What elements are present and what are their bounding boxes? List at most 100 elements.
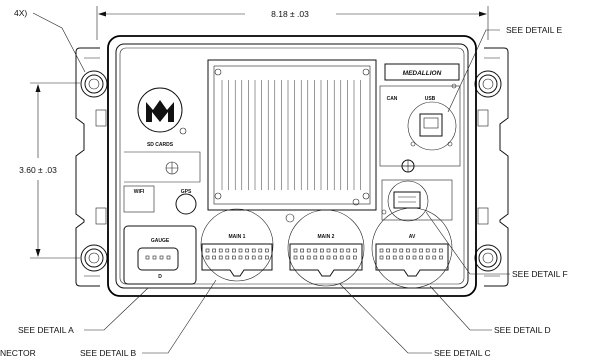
connector-pin <box>258 248 263 253</box>
mounting-hole-top-right <box>474 70 502 98</box>
connector-pin <box>232 255 236 260</box>
connector-pin <box>333 255 337 260</box>
logo-mark-icon <box>146 100 174 122</box>
connector-pin <box>339 255 344 260</box>
connector-pin <box>406 248 410 253</box>
callout-detail-a: SEE DETAIL A <box>18 287 149 335</box>
hole-note-leader <box>32 12 86 73</box>
svg-text:SEE DETAIL D: SEE DETAIL D <box>494 325 551 335</box>
connector-pin <box>353 255 357 260</box>
connector-pin <box>399 255 404 260</box>
mounting-hole-bottom-right <box>474 244 502 272</box>
connector-pin <box>320 255 324 260</box>
height-dimension: 3.60 ± .03 <box>19 82 80 259</box>
callout-detail-e: SEE DETAIL E <box>447 25 563 113</box>
connector-pin <box>406 255 410 260</box>
connector-pin <box>232 248 236 253</box>
connector-pin <box>218 255 223 260</box>
connector-b-label: MAIN 1 <box>229 234 246 240</box>
right-mounting-flange <box>477 47 509 287</box>
connector-pin <box>251 248 256 253</box>
connector-pin <box>346 255 351 260</box>
heatsink-outline <box>207 59 377 211</box>
gps-label: GPS <box>181 189 192 195</box>
mounting-hole-bottom-left <box>80 244 108 272</box>
connector-pin <box>238 248 243 253</box>
connector-pin <box>218 248 223 253</box>
can-label: CAN <box>387 96 398 102</box>
connector-pin <box>425 255 430 260</box>
connector-c: MAIN 2 <box>287 209 365 287</box>
svg-text:SEE DETAIL F: SEE DETAIL F <box>512 269 568 279</box>
callout-detail-d: SEE DETAIL D <box>429 285 551 335</box>
connector-pin <box>339 248 344 253</box>
connector-pin <box>245 255 249 260</box>
connector-pin <box>300 255 304 260</box>
connector-c-label: MAIN 2 <box>318 234 335 240</box>
brand-plate: MEDALLION <box>384 63 460 89</box>
usb-port-icon <box>419 113 443 137</box>
usb-label: USB <box>425 96 436 102</box>
callout-detail-f: SEE DETAIL F <box>425 211 568 279</box>
connector-pin <box>238 255 243 260</box>
housing-inner-outline <box>115 43 469 289</box>
connector-pin <box>419 248 423 253</box>
detail-f-circle <box>387 180 429 222</box>
gps-antenna <box>175 193 197 215</box>
ethernet-port-area <box>381 179 453 222</box>
connector-pin <box>293 255 298 260</box>
connector-pin <box>412 255 417 260</box>
faceplate <box>119 47 465 285</box>
connector-pin <box>419 255 423 260</box>
callout-detail-b: SEE DETAIL B <box>80 279 217 358</box>
connector-pin <box>212 255 216 260</box>
height-dimension-label: 3.60 ± .03 <box>19 165 57 175</box>
connector-pin <box>306 248 311 253</box>
connector-pin <box>313 248 318 253</box>
connector-pin <box>293 248 298 253</box>
connector-pin <box>166 255 171 260</box>
connector-pin <box>251 255 256 260</box>
connector-note: NECTOR <box>0 348 36 358</box>
svg-text:SEE DETAIL C: SEE DETAIL C <box>434 348 491 358</box>
svg-text:SEE DETAIL A: SEE DETAIL A <box>18 325 74 335</box>
svg-text:D: D <box>158 274 162 280</box>
connector-pin <box>353 248 357 253</box>
callout-detail-c: SEE DETAIL C <box>339 283 491 358</box>
connector-pin <box>300 248 304 253</box>
connector-pin <box>392 255 397 260</box>
connector-pin <box>432 248 437 253</box>
status-led <box>285 213 295 223</box>
wifi-label: WIFI <box>134 189 145 195</box>
width-dimension: 8.18 ± .03 <box>96 6 489 40</box>
connector-pin <box>205 255 210 260</box>
sd-compartment <box>124 151 201 183</box>
connector-pin <box>306 255 311 260</box>
heatsink <box>207 59 377 211</box>
width-dimension-label: 8.18 ± .03 <box>271 9 309 19</box>
heatsink-fins <box>221 80 361 190</box>
detail-e-circle <box>407 101 457 151</box>
connector-d: AV <box>371 207 453 289</box>
connector-pin <box>265 248 269 253</box>
hole-count-note: 4X) <box>14 8 27 18</box>
connector-pin <box>159 255 164 260</box>
svg-text:SEE DETAIL E: SEE DETAIL E <box>506 25 563 35</box>
connector-pin <box>326 248 331 253</box>
mounting-hole-top-left <box>80 70 108 98</box>
usb-port-area: CAN USB <box>379 85 461 173</box>
sd-cards-label: SD CARDS <box>147 142 174 148</box>
connector-pin <box>425 248 430 253</box>
connector-pin <box>265 255 269 260</box>
connector-pin <box>145 255 150 260</box>
connector-pin <box>205 248 210 253</box>
connector-a: GAUGE D <box>123 225 197 285</box>
connector-pin <box>386 248 390 253</box>
connector-a-label: GAUGE <box>151 238 170 244</box>
connector-pin <box>320 248 324 253</box>
connector-pin <box>412 248 417 253</box>
connector-pin <box>399 248 404 253</box>
ethernet-port-icon <box>393 191 421 209</box>
housing-outline <box>107 35 477 297</box>
connector-pin <box>346 248 351 253</box>
